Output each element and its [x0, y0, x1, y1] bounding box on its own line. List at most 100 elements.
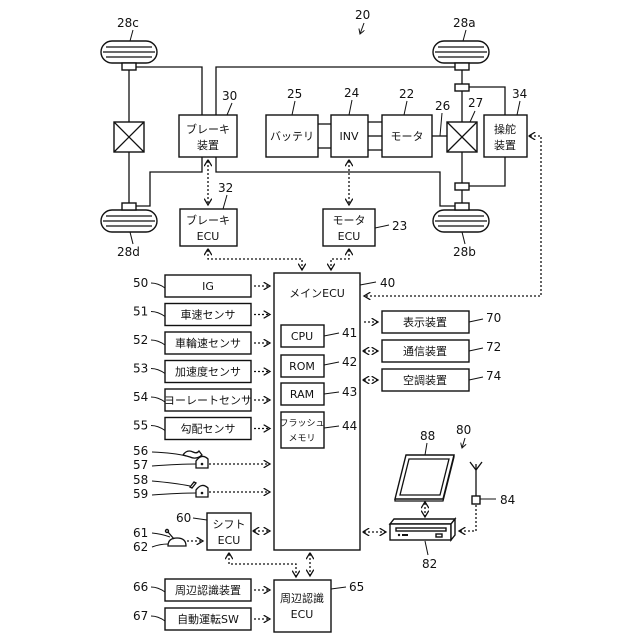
steering-label-1: 操舵: [494, 122, 516, 136]
main-ecu-label: メインECU: [289, 287, 345, 300]
input-sensor-box: 勾配センサ: [165, 418, 251, 440]
shift-ecu-ref: 60: [176, 511, 191, 525]
rom-label: ROM: [289, 360, 315, 373]
leader-line: [152, 544, 168, 547]
leader-line: [404, 101, 407, 115]
leader-line: [375, 225, 389, 228]
brake-line-fr: [216, 67, 455, 115]
leader-line: [292, 101, 295, 115]
nav-system-ref: 80: [456, 423, 471, 437]
leader-line: [360, 282, 376, 285]
brake-pedal: [190, 482, 208, 497]
perimeter-ecu: 周辺認識 ECU: [274, 580, 331, 632]
leader-line: [152, 464, 196, 466]
leader-line: [151, 283, 165, 288]
pedal-ref-59: 59: [133, 487, 148, 501]
antenna: [470, 462, 482, 504]
input-sensor-label: ヨーレートセンサ: [164, 394, 252, 407]
diff-ref-27: 27: [468, 96, 483, 110]
steering-joint-lower: [455, 183, 469, 190]
leader-line: [151, 397, 165, 402]
wheel-ref-28b: 28b: [453, 245, 476, 259]
input-sensor-ref: 52: [133, 333, 148, 347]
perimeter-ecu-label-2: ECU: [291, 608, 314, 621]
brake-ecu-label-1: ブレーキ: [186, 213, 230, 227]
flash-label-2: メモリ: [288, 434, 315, 444]
output-device-label: 通信装置: [403, 345, 447, 358]
motor-ecu-label-2: ECU: [338, 230, 361, 243]
motor: モータ: [382, 115, 432, 157]
ram-ref: 43: [342, 385, 357, 399]
leader-line: [425, 443, 427, 455]
motor-label: モータ: [391, 130, 424, 143]
perimeter-input-label: 自動運転SW: [177, 612, 239, 626]
leader-line: [151, 312, 165, 317]
brake-device: ブレーキ 装置: [179, 115, 237, 157]
leader-line: [469, 348, 483, 351]
output-device-box: 通信装置: [382, 340, 469, 362]
leader-line: [463, 30, 466, 41]
wheel-rear-right: [433, 203, 489, 232]
leader-line: [469, 377, 483, 380]
ram-label: RAM: [290, 388, 314, 401]
brake-ecu-label-2: ECU: [197, 230, 220, 243]
steering-label-2: 装置: [494, 139, 516, 152]
output-device-ref: 70: [486, 311, 501, 325]
pedal-ref-57: 57: [133, 458, 148, 472]
perimeter-input-ref: 67: [133, 609, 148, 623]
input-sensor-label: 加速度センサ: [175, 365, 241, 379]
input-sensor-box: 車輪速センサ: [165, 332, 251, 354]
motor-ecu-main-link: [331, 250, 349, 270]
shift-ref-61: 61: [133, 526, 148, 540]
left-differential: [114, 122, 144, 152]
leader-line: [331, 587, 346, 589]
leader-line: [152, 452, 186, 456]
leader-line: [152, 481, 190, 486]
right-differential: [447, 122, 477, 152]
inverter-ref: 24: [344, 86, 359, 100]
leader-line: [151, 587, 165, 592]
rom-ref: 42: [342, 355, 357, 369]
nav-system-arrow: [462, 438, 465, 448]
steering-joint-upper: [455, 84, 469, 91]
ram: RAM: [281, 383, 324, 405]
cpu-ref: 41: [342, 326, 357, 340]
brake-ecu-main-link: [208, 250, 302, 270]
output-device-label: 空調装置: [403, 373, 447, 387]
wheel-ref-28d: 28d: [117, 245, 140, 259]
leader-line: [151, 369, 165, 374]
wheel-rear-left: [101, 203, 157, 232]
output-device-ref: 72: [486, 340, 501, 354]
input-sensor-ref: 55: [133, 419, 148, 433]
flash-memory: フラッシュ メモリ: [279, 412, 324, 448]
input-sensor-box: 車速センサ: [165, 304, 251, 326]
shift-ecu: シフト ECU: [207, 513, 251, 550]
leader-line: [130, 30, 133, 41]
input-sensor-box: ヨーレートセンサ: [164, 389, 252, 411]
pedal-ref-58: 58: [133, 473, 148, 487]
nav-unit-ref: 82: [422, 557, 437, 571]
motor-ref: 22: [399, 87, 414, 101]
system-ref-arrow: [360, 23, 364, 34]
navigation-unit: [390, 519, 455, 540]
flash-label-1: フラッシュ: [279, 418, 324, 429]
brake-ecu: ブレーキ ECU: [180, 209, 237, 246]
leader-line: [517, 101, 520, 115]
input-sensor-ref: 50: [133, 276, 148, 290]
perimeter-ecu-label-1: 周辺認識: [280, 591, 324, 605]
input-sensor-ref: 54: [133, 390, 148, 404]
leader-line: [193, 518, 207, 520]
input-sensor-label: 車輪速センサ: [175, 336, 241, 350]
input-sensor-box: IG: [165, 275, 251, 297]
brake-line-rl: [136, 157, 202, 206]
brake-line-rr: [216, 157, 455, 206]
main-ecu-ref: 40: [380, 276, 395, 290]
shift-lever: [166, 530, 187, 547]
motor-ecu: モータ ECU: [323, 209, 375, 246]
output-device-box: 表示装置: [382, 311, 469, 333]
leader-line: [470, 111, 475, 122]
output-device-ref: 74: [486, 369, 501, 383]
nav-display-ref: 88: [420, 429, 435, 443]
inverter: INV: [331, 115, 368, 157]
